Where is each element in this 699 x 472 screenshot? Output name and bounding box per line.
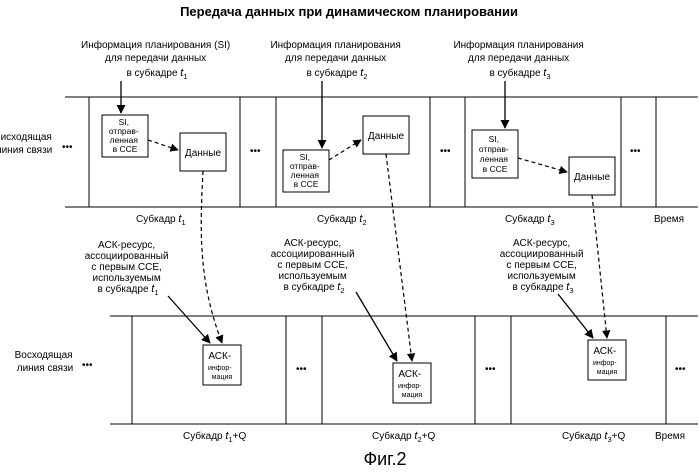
uplink-ellipsis: •••	[82, 360, 93, 371]
figure-label: Фиг.2	[363, 449, 406, 469]
dl-subframe-2: Субкадр t2	[317, 213, 367, 227]
data-box-1-label: Данные	[185, 148, 222, 159]
dl-subframe-3: Субкадр t3	[505, 213, 555, 227]
sched-info-2: Информация планирования для передачи дан…	[270, 39, 403, 81]
ack-resource-1: АСК-ресурс, ассоциированный с первым CCE…	[85, 240, 172, 297]
uplink-label: Восходящая линия связи	[15, 350, 76, 374]
downlink-ellipsis: •••	[62, 142, 73, 153]
sched-info-1: Информация планирования (SI) для передач…	[81, 39, 233, 81]
dl-subframe-1: Субкадр t1	[136, 213, 186, 227]
diagram-title: Передача данных при динамическом планиро…	[180, 4, 518, 19]
downlink-gap-ellipsis-3: •••	[630, 146, 641, 157]
downlink-gap-ellipsis-1: •••	[250, 146, 261, 157]
ul-subframe-3: Субкадр t3+Q	[562, 430, 625, 444]
dl-time-label: Время	[654, 214, 684, 225]
downlink-gap-ellipsis-2: •••	[440, 146, 451, 157]
uplink-gap-ellipsis-3: •••	[675, 364, 686, 375]
ack-resource-3: АСК-ресурс, ассоциированный с первым CCE…	[500, 238, 587, 295]
uplink-gap-ellipsis-2: •••	[485, 364, 496, 375]
uplink-gap-ellipsis-1: •••	[296, 364, 307, 375]
sched-arrows	[121, 81, 505, 148]
data-box-3-label: Данные	[574, 172, 611, 183]
ack-resource-2: АСК-ресурс, ассоциированный с первым CCE…	[271, 238, 358, 295]
data-box-2-label: Данные	[368, 131, 405, 142]
downlink-label: Нисходящая линия связи	[0, 132, 55, 156]
ul-subframe-2: Субкадр t2+Q	[372, 430, 435, 444]
ul-time-label: Время	[655, 431, 685, 442]
ul-subframe-1: Субкадр t1+Q	[183, 430, 246, 444]
sched-info-3: Информация планирования для передачи дан…	[453, 39, 586, 81]
